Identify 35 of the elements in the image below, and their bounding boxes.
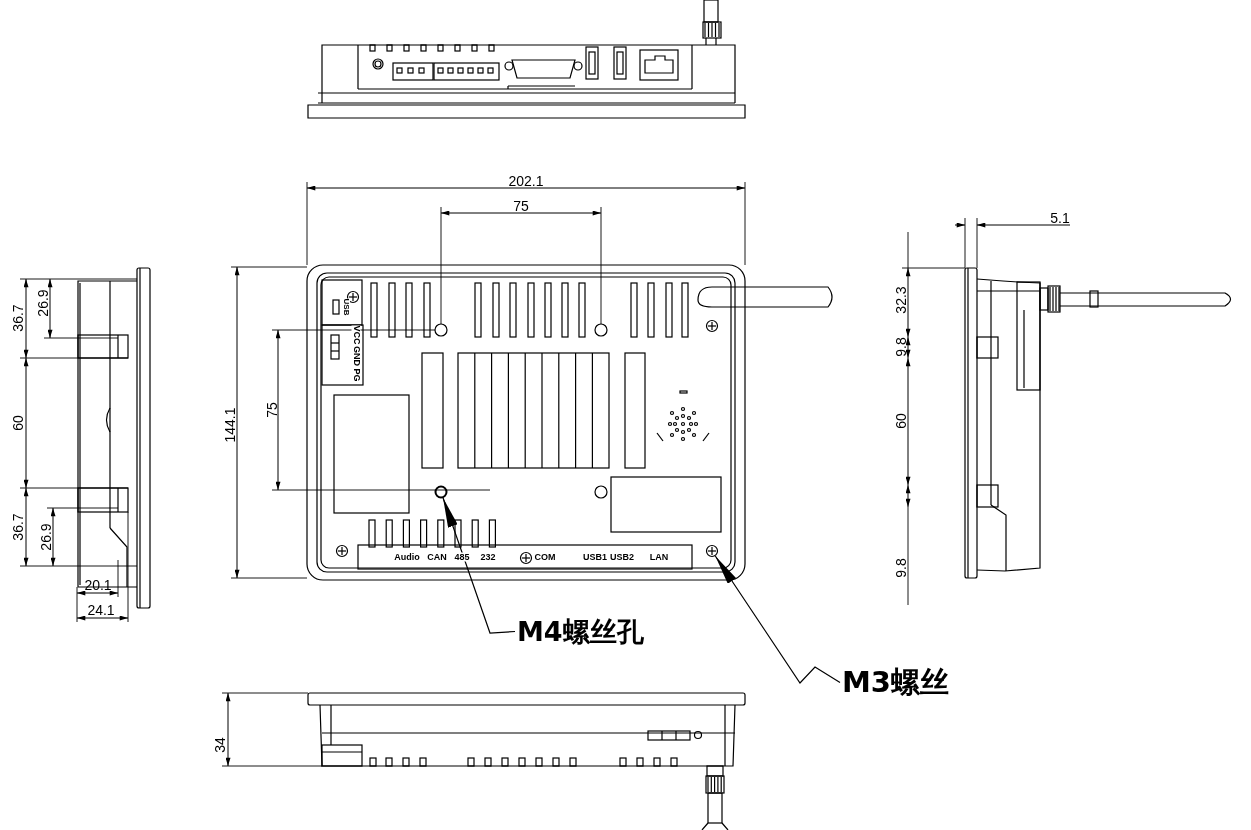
dimension-label: 60 (894, 413, 908, 429)
dimension-label: 36.7 (11, 304, 25, 332)
dimension-label: 36.7 (11, 513, 25, 541)
screw-symbol (705, 544, 719, 558)
dimension-label: 20.1 (84, 578, 112, 592)
dimension-label: 75 (513, 199, 529, 213)
dimension-label: 34 (213, 737, 227, 753)
dimension-label: 5.1 (1050, 211, 1070, 225)
dimension-label: 9.8 (894, 558, 908, 578)
callout-label: M3螺丝 (840, 664, 952, 701)
port-label: PG (351, 368, 361, 382)
dimension-label: 202.1 (508, 174, 544, 188)
dimension-label: 24.1 (87, 603, 115, 617)
port-label: COM (534, 552, 556, 562)
port-label: USB2 (610, 552, 634, 562)
dimension-label: 26.9 (36, 289, 50, 317)
port-label: Audio (394, 552, 420, 562)
dimension-label: 144.1 (223, 407, 237, 443)
leader-line (714, 555, 841, 684)
port-label: VCC (351, 325, 361, 345)
port-label: CAN (427, 552, 447, 562)
dimension-label: 60 (11, 415, 25, 431)
dimension-label: 9.8 (894, 337, 908, 357)
dimension-label: 26.9 (39, 523, 53, 551)
screw-hole (434, 485, 448, 499)
leader-line (442, 497, 516, 634)
dimension-label: 75 (265, 402, 279, 418)
port-label: 485 (454, 552, 470, 562)
port-label: USB (342, 298, 350, 316)
callout-label: M4螺丝孔 (515, 614, 646, 649)
port-label: 232 (480, 552, 496, 562)
port-label: GND (351, 346, 361, 366)
port-label: USB1 (583, 552, 607, 562)
port-label: LAN (649, 552, 669, 562)
dimension-label: 32.3 (894, 286, 908, 314)
